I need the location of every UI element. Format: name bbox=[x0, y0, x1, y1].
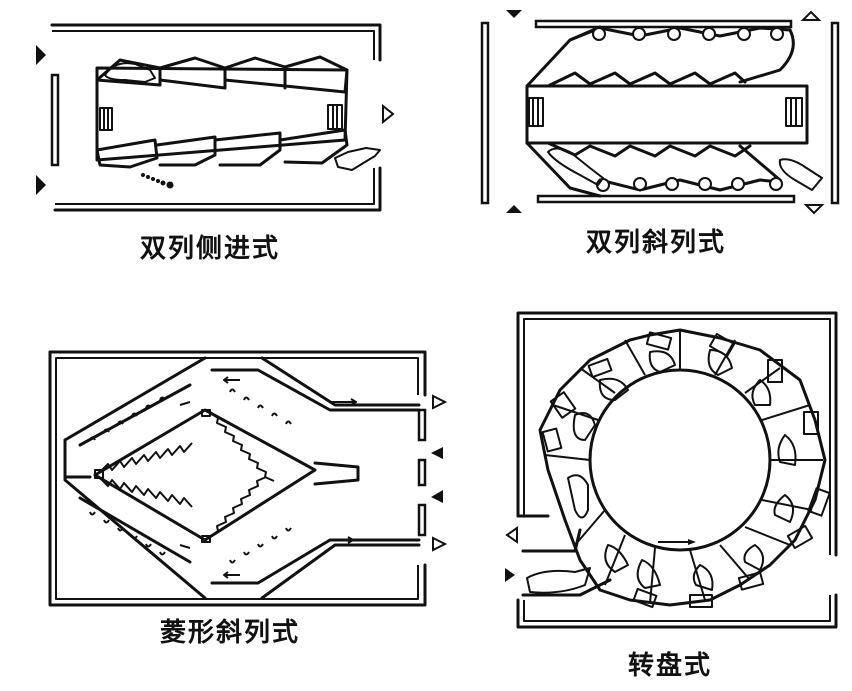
wall-segment bbox=[417, 408, 427, 442]
pit-steps bbox=[201, 409, 211, 417]
wall-segment bbox=[417, 458, 427, 487]
entry-marker-icon bbox=[431, 447, 443, 459]
wall-outer bbox=[48, 350, 427, 607]
inner-channel bbox=[78, 383, 192, 447]
stall bbox=[278, 128, 349, 165]
wall-segment bbox=[417, 503, 427, 537]
entry-marker-icon bbox=[431, 490, 443, 503]
panel-rotary bbox=[505, 311, 838, 629]
stall-posts bbox=[89, 388, 292, 564]
exit-marker-icon bbox=[803, 204, 825, 215]
panel-side-by-side bbox=[36, 23, 395, 212]
cow-icon bbox=[547, 147, 604, 186]
hex-channel bbox=[63, 356, 207, 600]
cow-icon bbox=[334, 147, 381, 171]
stall bbox=[155, 135, 217, 167]
wall-outer bbox=[516, 311, 838, 557]
stall-teeth bbox=[546, 141, 752, 158]
caption-diamond: 菱形斜列式 bbox=[160, 618, 301, 648]
pit-entrance bbox=[313, 461, 360, 486]
entry-marker-icon bbox=[36, 175, 46, 195]
wall-bottom bbox=[53, 166, 382, 212]
cow-icon bbox=[526, 349, 797, 594]
stall-rail bbox=[738, 144, 782, 182]
rotary-stalls bbox=[538, 328, 827, 607]
flow-arrow-icon bbox=[179, 376, 357, 579]
panel-herringbone bbox=[480, 10, 840, 215]
wall-right bbox=[830, 21, 840, 205]
caption-herringbone: 双列斜列式 bbox=[586, 228, 727, 258]
entry-marker-icon bbox=[506, 10, 522, 18]
pit-steps bbox=[99, 107, 113, 131]
stall bbox=[223, 56, 287, 90]
stall-teeth bbox=[546, 71, 747, 88]
exit-marker-icon bbox=[432, 536, 448, 552]
caption-side-by-side: 双列侧进式 bbox=[140, 234, 281, 264]
exit-lane bbox=[521, 528, 582, 553]
wall-bottom bbox=[536, 194, 796, 204]
movement-trail bbox=[141, 173, 174, 189]
stall bbox=[95, 138, 159, 169]
entry-marker-icon bbox=[36, 45, 46, 65]
wall-outer bbox=[516, 593, 838, 629]
exit-marker-icon bbox=[382, 103, 395, 125]
entry-marker-icon bbox=[505, 568, 515, 582]
stall-rail bbox=[738, 28, 795, 84]
stall-posts bbox=[596, 177, 783, 192]
stall-rail bbox=[525, 141, 602, 198]
exit-marker-icon bbox=[800, 10, 822, 21]
cow-icon bbox=[104, 62, 156, 83]
rotation-arrow-icon bbox=[658, 539, 696, 545]
caption-rotary: 转盘式 bbox=[628, 651, 713, 681]
exit-marker-icon bbox=[432, 394, 448, 410]
stall-rail bbox=[598, 178, 782, 192]
pit-steps bbox=[528, 97, 544, 127]
stall-posts bbox=[592, 27, 784, 41]
diamond-teeth bbox=[99, 442, 193, 473]
operator-pit bbox=[525, 84, 809, 145]
wall-left bbox=[50, 73, 60, 167]
stall bbox=[158, 56, 227, 90]
stall-tabs bbox=[541, 331, 831, 609]
exit-marker-icon bbox=[505, 526, 518, 544]
pit-steps bbox=[94, 469, 104, 479]
cow-icon bbox=[778, 158, 823, 191]
entry-marker-icon bbox=[506, 205, 522, 213]
panel-diamond bbox=[48, 350, 448, 607]
diamond-pit bbox=[93, 408, 317, 542]
stall bbox=[223, 55, 349, 94]
stall bbox=[213, 131, 282, 167]
pit-steps bbox=[785, 97, 803, 127]
pit-steps bbox=[327, 104, 343, 130]
wall-left bbox=[480, 21, 490, 205]
wall-top bbox=[50, 23, 382, 62]
wall-top bbox=[534, 19, 793, 29]
rotary-platform bbox=[588, 368, 772, 552]
pit-steps bbox=[201, 535, 211, 543]
entry-lane bbox=[521, 578, 612, 597]
